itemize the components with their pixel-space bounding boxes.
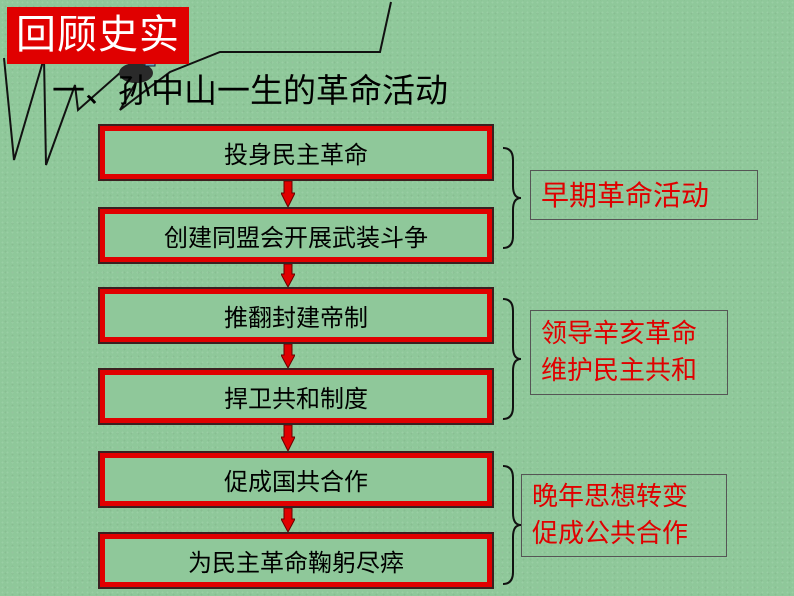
flow-step-label: 创建同盟会开展武装斗争 <box>105 214 487 257</box>
flow-step-defend-republic: 捍卫共和制度 <box>98 368 494 425</box>
flow-step-found-tongmenghui: 创建同盟会开展武装斗争 <box>98 207 494 264</box>
flow-step-label: 促成国共合作 <box>105 458 487 501</box>
group-label-line: 领导辛亥革命 <box>541 318 698 349</box>
down-arrow-icon <box>281 181 295 207</box>
flow-step-label: 捍卫共和制度 <box>105 375 487 418</box>
flow-step-promote-cooperation: 促成国共合作 <box>98 451 494 508</box>
flow-step-label: 推翻封建帝制 <box>105 294 487 337</box>
group-label-xinhai-revolution: 领导辛亥革命 维护民主共和 <box>530 310 728 395</box>
right-brace-icon <box>502 298 522 420</box>
down-arrow-icon <box>281 344 295 368</box>
down-arrow-icon <box>281 264 295 287</box>
flow-step-label: 投身民主革命 <box>105 131 487 174</box>
group-label-line: 晚年思想转变 <box>532 481 689 512</box>
group-label-line: 早期革命活动 <box>541 178 710 212</box>
section-title: 一、孙中山一生的革命活动 <box>52 71 448 110</box>
flow-step-overthrow-monarchy: 推翻封建帝制 <box>98 287 494 344</box>
down-arrow-icon <box>281 508 295 532</box>
flow-step-join-revolution: 投身民主革命 <box>98 124 494 181</box>
group-label-line: 促成公共合作 <box>532 518 689 549</box>
flow-step-devote-revolution: 为民主革命鞠躬尽瘁 <box>98 532 494 589</box>
group-label-line: 维护民主共和 <box>541 355 698 386</box>
right-brace-icon <box>502 465 522 585</box>
review-history-tag: 回顾史实 <box>7 7 189 64</box>
group-label-later-thought: 晚年思想转变 促成公共合作 <box>521 474 727 557</box>
down-arrow-icon <box>281 425 295 451</box>
flow-step-label: 为民主革命鞠躬尽瘁 <box>105 539 487 582</box>
right-brace-icon <box>502 147 522 249</box>
group-label-early-activities: 早期革命活动 <box>530 170 758 220</box>
